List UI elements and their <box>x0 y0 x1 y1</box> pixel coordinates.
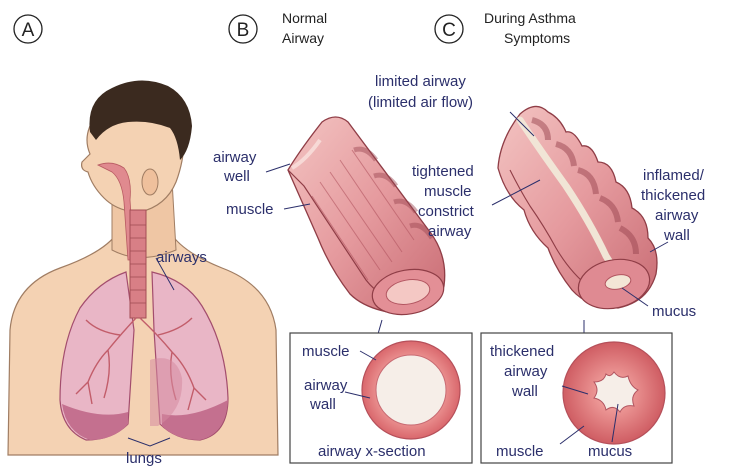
airway-well-leader <box>266 164 290 172</box>
panel-b-letter-badge: B <box>229 15 257 43</box>
normal-xs-caption: airway x-section <box>318 443 426 460</box>
airways-label: airways <box>156 249 207 266</box>
tightened-label-line2: muscle <box>424 183 472 200</box>
inflamed-label-line1: inflamed/ <box>643 167 705 184</box>
lungs-label: lungs <box>126 450 162 466</box>
limited-airway-label-line2: (limited air flow) <box>368 94 473 111</box>
panel-b-title-line1: Normal <box>282 10 327 26</box>
panel-b-title-line2: Airway <box>282 30 324 46</box>
muscle-label: muscle <box>226 201 274 218</box>
normal-xs-wall-label-line1: airway <box>304 377 348 394</box>
airway-well-label-line1: airway <box>213 149 257 166</box>
tightened-label-line3: constrict <box>418 203 475 220</box>
normal-cross-section-box: muscle airway wall airway x-section <box>290 333 472 463</box>
panel-a: A <box>8 15 278 466</box>
panel-a-letter: A <box>22 20 35 41</box>
asthma-xs-thickened-label-line1: thickened <box>490 343 554 360</box>
asthma-xs-muscle-label: muscle <box>496 443 544 460</box>
panel-c-letter: C <box>442 20 456 41</box>
asthma-xs-thickened-label-line2: airway <box>504 363 548 380</box>
inflamed-label-line2: thickened <box>641 187 705 204</box>
panel-a-letter-badge: A <box>14 15 42 43</box>
inflamed-label-line4: wall <box>663 227 690 244</box>
normal-xs-muscle-label: muscle <box>302 343 350 360</box>
asthma-cross-section-box: thickened airway wall muscle mucus <box>481 333 672 463</box>
limited-airway-label-line1: limited airway <box>375 73 466 90</box>
ear <box>142 169 158 195</box>
panel-b-letter: B <box>237 20 250 41</box>
asthma-xs-mucus-label: mucus <box>588 443 632 460</box>
panel-c-title-line1: During Asthma <box>484 10 576 26</box>
tightened-label-line4: airway <box>428 223 472 240</box>
tightened-label-line1: tightened <box>412 163 474 180</box>
asthma-airway-tube <box>498 106 657 314</box>
mucus-top-label: mucus <box>652 303 696 320</box>
normal-xs-lumen <box>376 355 446 425</box>
normal-xs-wall-label-line2: wall <box>309 396 336 413</box>
panel-c-title-line2: Symptoms <box>504 30 570 46</box>
panel-b-connector <box>378 320 382 334</box>
asthma-xs-thickened-label-line3: wall <box>511 383 538 400</box>
panel-c-letter-badge: C <box>435 15 463 43</box>
airway-well-label-line2: well <box>223 168 250 185</box>
inflamed-label-line3: airway <box>655 207 699 224</box>
